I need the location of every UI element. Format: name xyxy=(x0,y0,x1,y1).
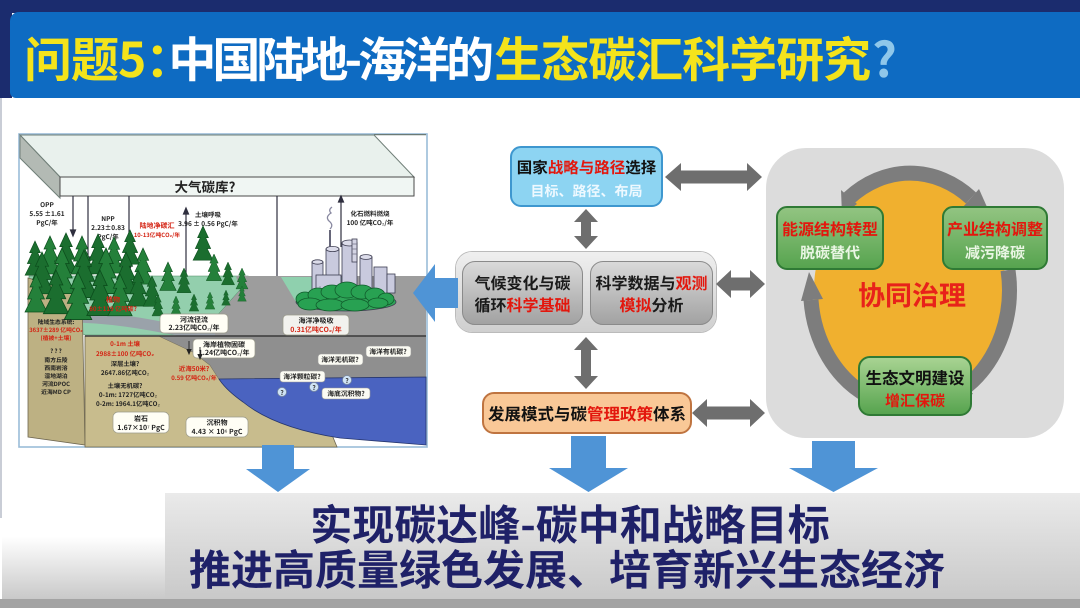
svg-text:深层土壤?: 深层土壤? xyxy=(111,359,139,368)
svg-text:2988±100 亿吨CO₂: 2988±100 亿吨CO₂ xyxy=(96,349,154,358)
svg-text:海洋无机碳?: 海洋无机碳? xyxy=(321,354,359,364)
svg-text:2.23亿吨CO₂/年: 2.23亿吨CO₂/年 xyxy=(168,323,219,333)
svg-text:PgC/年: PgC/年 xyxy=(97,231,119,241)
svg-text:?: ? xyxy=(280,387,284,397)
svg-text:化石燃料燃烧: 化石燃料燃烧 xyxy=(351,208,391,218)
svg-text:沉积物: 沉积物 xyxy=(207,418,228,428)
svg-text:0-1m 土壤: 0-1m 土壤 xyxy=(110,339,141,348)
svg-text:陆域生态系统:: 陆域生态系统: xyxy=(38,317,75,326)
svg-text:0.31亿吨CO₂/年: 0.31亿吨CO₂/年 xyxy=(290,325,341,335)
svg-text:80±119 亿吨碳?: 80±119 亿吨碳? xyxy=(89,304,137,313)
svg-text:2.23±0.83: 2.23±0.83 xyxy=(91,222,125,232)
svg-text:0.59 亿吨CO₂/年: 0.59 亿吨CO₂/年 xyxy=(171,373,216,382)
svg-text:0-1m: 1727亿吨CO₂: 0-1m: 1727亿吨CO₂ xyxy=(99,390,158,399)
svg-text:海底沉积物?: 海底沉积物? xyxy=(327,388,365,398)
svg-text:大气碳库?: 大气碳库? xyxy=(175,176,236,196)
svg-text:1.24亿吨CO₂/年: 1.24亿吨CO₂/年 xyxy=(198,348,249,358)
svg-text:南方丘陵: 南方丘陵 xyxy=(44,355,67,364)
svg-text:3637±289 亿吨CO₂: 3637±289 亿吨CO₂ xyxy=(29,325,83,334)
svg-text:海洋颗粒碳?: 海洋颗粒碳? xyxy=(283,371,321,381)
svg-text:100 亿吨CO₂/年: 100 亿吨CO₂/年 xyxy=(347,217,394,227)
svg-text:协同治理: 协同治理 xyxy=(858,274,966,313)
svg-text:土壤无机碳?: 土壤无机碳? xyxy=(108,381,143,390)
svg-text:3.96 ± 0.56 PgC/年: 3.96 ± 0.56 PgC/年 xyxy=(178,218,238,228)
svg-text:2647.86亿吨CO₂: 2647.86亿吨CO₂ xyxy=(101,368,150,377)
svg-text:西南岩溶: 西南岩溶 xyxy=(44,363,67,372)
svg-text:4.43 × 10⁶ PgC: 4.43 × 10⁶ PgC xyxy=(191,427,242,437)
svg-text:湿地湖泊: 湿地湖泊 xyxy=(44,371,67,380)
svg-text:河流径流: 河流径流 xyxy=(180,315,208,325)
svg-text:(植被+土壤): (植被+土壤) xyxy=(41,333,72,342)
svg-text:海岸植物固碳: 海岸植物固碳 xyxy=(203,340,245,350)
svg-text:OPP: OPP xyxy=(40,199,54,209)
svg-text:岩石: 岩石 xyxy=(134,414,148,424)
svg-text:1.67×10⁷ PgC: 1.67×10⁷ PgC xyxy=(117,423,165,433)
svg-text:5.55 ±1.61: 5.55 ±1.61 xyxy=(29,208,64,218)
svg-text:NPP: NPP xyxy=(101,213,115,223)
svg-text:海洋有机碳?: 海洋有机碳? xyxy=(369,346,407,356)
svg-text:?: ? xyxy=(312,382,316,392)
svg-text:? ? ?: ? ? ? xyxy=(50,346,62,355)
svg-text:近海MD CP: 近海MD CP xyxy=(41,387,71,396)
svg-text:PgC/年: PgC/年 xyxy=(36,217,58,227)
svg-text:0-2m: 1964.1亿吨CO₂: 0-2m: 1964.1亿吨CO₂ xyxy=(96,399,161,408)
svg-text:?: ? xyxy=(345,375,349,385)
svg-text:10-13亿吨CO₂/年: 10-13亿吨CO₂/年 xyxy=(134,230,181,239)
svg-text:河流DPOC: 河流DPOC xyxy=(42,379,70,388)
svg-text:陆地净碳汇: 陆地净碳汇 xyxy=(140,221,175,231)
svg-text:近海50米?: 近海50米? xyxy=(179,363,210,373)
svg-text:海洋净吸收: 海洋净吸收 xyxy=(299,316,334,326)
svg-text:土壤呼吸: 土壤呼吸 xyxy=(195,209,222,219)
svg-text:植物: 植物 xyxy=(106,295,120,305)
